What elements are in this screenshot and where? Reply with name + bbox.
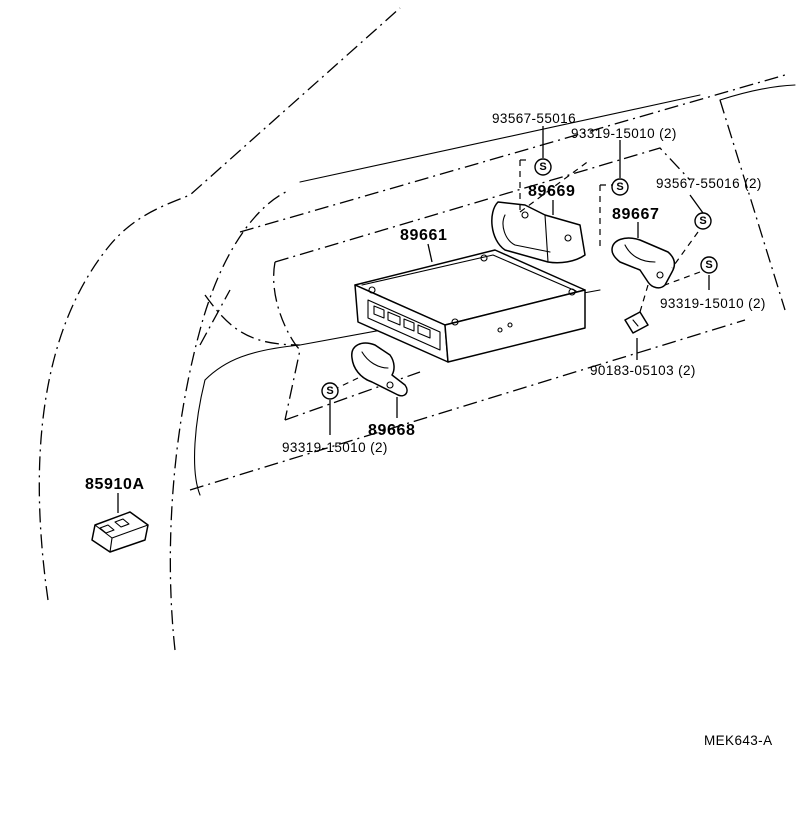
label-bracket-right: 89667	[612, 206, 660, 223]
figure-code: MEK643-A	[704, 733, 772, 748]
fastener-symbol-right-screw: S	[694, 212, 712, 230]
label-bracket-upper-left: 89669	[528, 183, 576, 200]
svg-text:S: S	[539, 161, 546, 173]
svg-text:S: S	[699, 215, 706, 227]
fastener-symbol-top: S	[534, 158, 552, 176]
fastener-symbol-right-bolt: S	[700, 256, 718, 274]
label-bolt-lower: 93319-15010 (2)	[282, 440, 388, 455]
vehicle-body-outline	[38, 7, 786, 651]
ecu-unit	[354, 249, 586, 363]
label-screw-top: 93567-55016	[492, 111, 576, 126]
label-relay: 85910A	[85, 476, 145, 493]
clip-nut-90183	[624, 311, 649, 334]
label-nut-right: 90183-05103 (2)	[590, 363, 696, 378]
label-bolt-top: 93319-15010 (2)	[571, 126, 677, 141]
bracket-89668	[351, 342, 408, 397]
svg-text:S: S	[705, 259, 712, 271]
fastener-symbol-lower: S	[321, 382, 339, 400]
fastener-symbol-upper: S	[611, 178, 629, 196]
label-ecu: 89661	[400, 227, 448, 244]
label-screw-right: 93567-55016 (2)	[656, 176, 762, 191]
bracket-89669	[491, 201, 586, 264]
relay-85910A	[91, 511, 149, 553]
leader-lines	[117, 126, 710, 513]
label-bracket-lower: 89668	[368, 422, 416, 439]
bracket-89667	[611, 237, 676, 289]
svg-text:S: S	[326, 385, 333, 397]
svg-text:S: S	[616, 181, 623, 193]
label-bolt-right: 93319-15010 (2)	[660, 296, 766, 311]
mounting-area-outline	[273, 147, 691, 421]
